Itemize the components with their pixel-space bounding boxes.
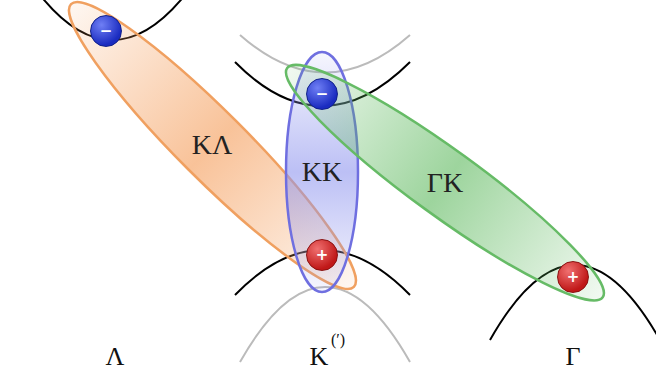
- charge-sign: −: [316, 87, 329, 102]
- electron-circle: −: [306, 78, 338, 110]
- exciton-label: KΛ: [192, 131, 233, 159]
- exciton-label: KK: [302, 158, 342, 186]
- valley-label: Λ: [106, 344, 125, 370]
- hole-circle: +: [306, 239, 338, 271]
- exciton-label: ΓK: [427, 169, 463, 197]
- prime-superscript: (′): [331, 332, 345, 348]
- valley-label: K: [310, 344, 329, 370]
- valence-band: [490, 265, 656, 340]
- charge-sign: +: [316, 248, 329, 263]
- charge-sign: −: [100, 24, 113, 39]
- hole-circle: +: [557, 261, 589, 293]
- charge-sign: +: [567, 270, 580, 285]
- ellipse-shape: [268, 42, 622, 325]
- electron-circle: −: [90, 15, 122, 47]
- ellipse-shape: [47, 0, 378, 310]
- valley-label: Γ: [565, 344, 580, 370]
